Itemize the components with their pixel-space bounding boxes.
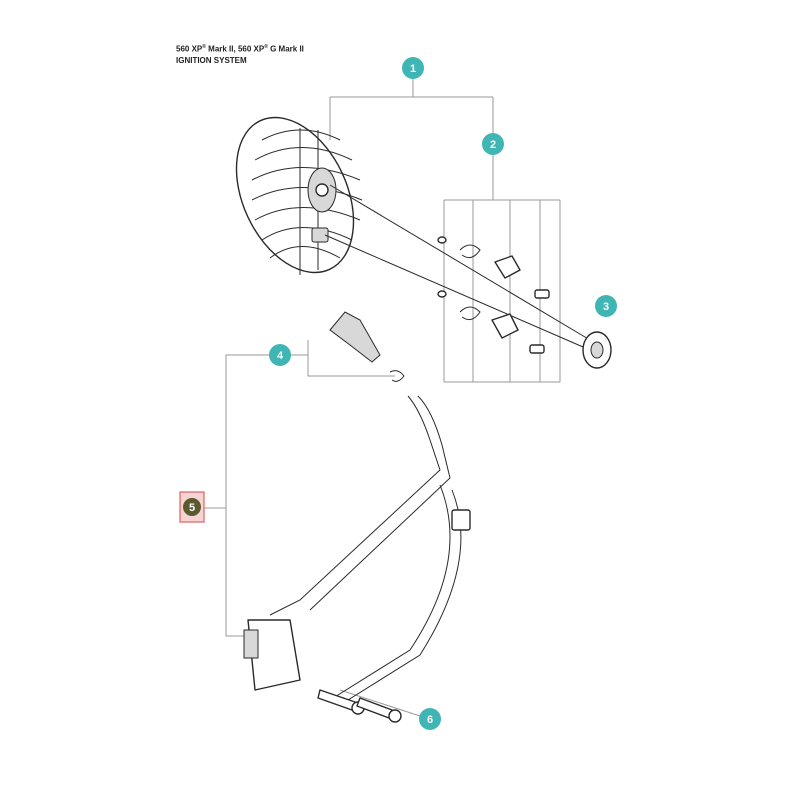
callout-6[interactable]: 6 — [419, 708, 441, 730]
callout-1-label: 1 — [410, 63, 416, 75]
callout-1[interactable]: 1 — [402, 57, 424, 79]
callout-2-badge — [482, 133, 504, 155]
callout-3-label: 3 — [603, 301, 609, 313]
callout-5-badge — [183, 498, 201, 516]
callout-2[interactable]: 2 — [482, 133, 504, 155]
flywheel-nut — [582, 331, 612, 369]
model-title: 560 XP® Mark II, 560 XP® G Mark II — [176, 44, 304, 54]
callout-1-badge — [402, 57, 424, 79]
section-title: IGNITION SYSTEM — [176, 55, 247, 65]
callout-2-label: 2 — [490, 139, 496, 151]
callout-4-label: 4 — [277, 350, 284, 362]
callout-5-label: 5 — [189, 502, 195, 514]
starter-pawl-assembly — [437, 236, 550, 354]
spark-plug-cap — [329, 311, 405, 382]
ignition-module — [243, 395, 471, 706]
callout-3[interactable]: 3 — [595, 295, 617, 317]
callout-5[interactable]: 5 — [179, 491, 205, 523]
diagram-header: 560 XP® Mark II, 560 XP® G Mark II IGNIT… — [176, 42, 304, 66]
callout-4-badge — [269, 344, 291, 366]
flywheel — [235, 116, 591, 351]
callout-4[interactable]: 4 — [269, 344, 291, 366]
callout-6-label: 6 — [427, 714, 433, 726]
callout-6-badge — [419, 708, 441, 730]
callout-3-badge — [595, 295, 617, 317]
mounting-screws — [317, 689, 402, 723]
